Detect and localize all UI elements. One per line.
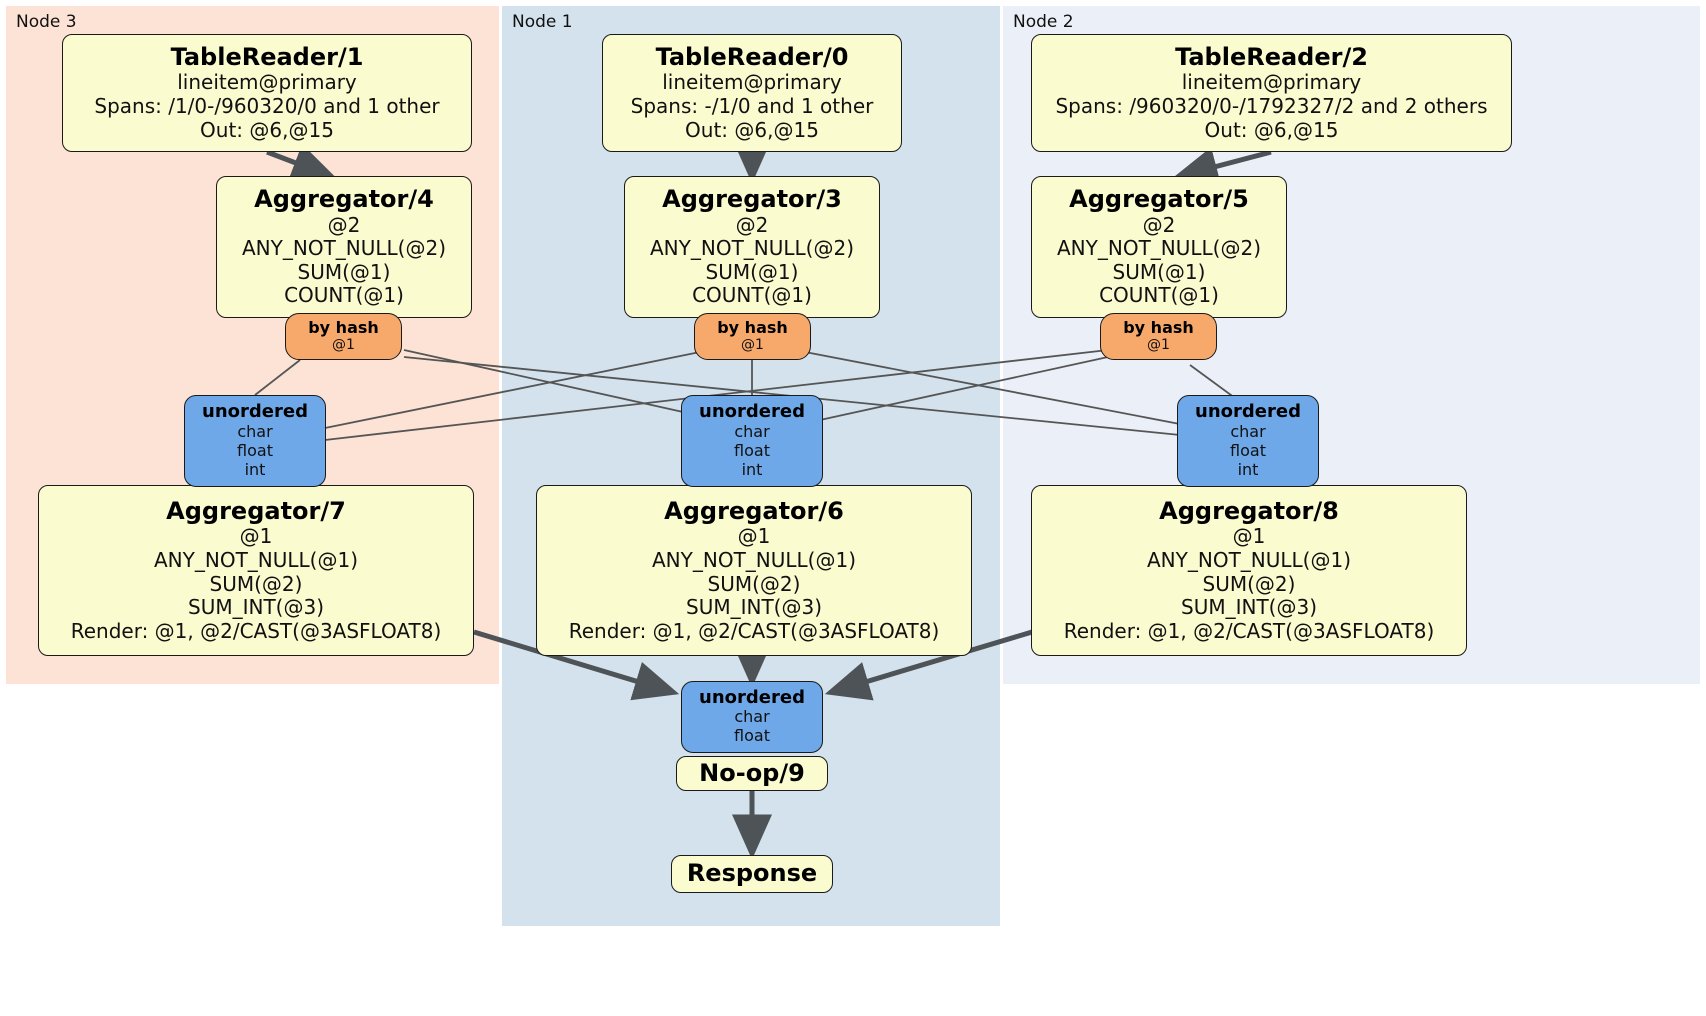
processor-title: No-op/9 bbox=[699, 758, 805, 787]
processor-line: Render: @1, @2/CAST(@3ASFLOAT8) bbox=[1063, 618, 1435, 643]
response-title: Response bbox=[686, 859, 818, 888]
router-title: by hash bbox=[308, 318, 379, 338]
processor-line: @2 bbox=[735, 212, 769, 237]
processor-line: Spans: /960320/0-/1792327/2 and 2 others bbox=[1055, 94, 1488, 118]
processor-line: ANY_NOT_NULL(@2) bbox=[242, 236, 446, 261]
processor-line: @1 bbox=[239, 524, 273, 549]
router-by-hash-right[interactable]: by hash @1 bbox=[1100, 313, 1217, 360]
processor-title: Aggregator/7 bbox=[166, 496, 346, 525]
processor-line: Render: @1, @2/CAST(@3ASFLOAT8) bbox=[70, 618, 442, 643]
processor-line: Spans: -/1/0 and 1 other bbox=[630, 94, 874, 118]
processor-tablereader-0[interactable]: TableReader/0 lineitem@primary Spans: -/… bbox=[602, 34, 902, 152]
processor-line: Out: @6,@15 bbox=[200, 117, 334, 142]
processor-title: Aggregator/4 bbox=[254, 185, 434, 214]
router-line: @1 bbox=[741, 337, 764, 354]
synchronizer-title: unordered bbox=[1195, 401, 1301, 423]
synchronizer-line: float bbox=[734, 726, 770, 746]
processor-aggregator-6[interactable]: Aggregator/6 @1 ANY_NOT_NULL(@1) SUM(@2)… bbox=[536, 485, 972, 656]
synchronizer-unordered-left[interactable]: unordered char float int bbox=[184, 395, 326, 487]
node-response[interactable]: Response bbox=[671, 855, 833, 893]
processor-aggregator-5[interactable]: Aggregator/5 @2 ANY_NOT_NULL(@2) SUM(@1)… bbox=[1031, 176, 1287, 318]
router-by-hash-center[interactable]: by hash @1 bbox=[694, 313, 811, 360]
synchronizer-title: unordered bbox=[699, 401, 805, 423]
processor-aggregator-3[interactable]: Aggregator/3 @2 ANY_NOT_NULL(@2) SUM(@1)… bbox=[624, 176, 880, 318]
processor-line: SUM_INT(@3) bbox=[1181, 595, 1317, 620]
processor-title: Aggregator/6 bbox=[664, 496, 844, 525]
processor-line: Spans: /1/0-/960320/0 and 1 other bbox=[94, 94, 440, 118]
processor-line: SUM(@1) bbox=[705, 259, 799, 284]
processor-line: SUM_INT(@3) bbox=[686, 595, 822, 620]
processor-line: SUM(@1) bbox=[297, 259, 391, 284]
processor-line: COUNT(@1) bbox=[284, 283, 404, 308]
processor-aggregator-7[interactable]: Aggregator/7 @1 ANY_NOT_NULL(@1) SUM(@2)… bbox=[38, 485, 474, 656]
processor-line: Render: @1, @2/CAST(@3ASFLOAT8) bbox=[568, 618, 940, 643]
processor-title: Aggregator/3 bbox=[662, 185, 842, 214]
synchronizer-title: unordered bbox=[202, 401, 308, 423]
synchronizer-title: unordered bbox=[699, 686, 805, 708]
synchronizer-unordered-final[interactable]: unordered char float bbox=[681, 681, 823, 753]
synchronizer-line: int bbox=[741, 459, 763, 479]
processor-title: TableReader/2 bbox=[1175, 42, 1368, 71]
processor-aggregator-8[interactable]: Aggregator/8 @1 ANY_NOT_NULL(@1) SUM(@2)… bbox=[1031, 485, 1467, 656]
processor-tablereader-1[interactable]: TableReader/1 lineitem@primary Spans: /1… bbox=[62, 34, 472, 152]
processor-line: ANY_NOT_NULL(@1) bbox=[652, 547, 856, 572]
processor-title: Aggregator/5 bbox=[1069, 185, 1249, 214]
panel-node-1-label: Node 1 bbox=[512, 12, 573, 32]
synchronizer-line: char bbox=[734, 422, 770, 442]
synchronizer-unordered-right[interactable]: unordered char float int bbox=[1177, 395, 1319, 487]
processor-line: @1 bbox=[737, 524, 771, 549]
processor-line: Out: @6,@15 bbox=[1204, 117, 1339, 142]
processor-line: ANY_NOT_NULL(@2) bbox=[1057, 236, 1261, 261]
synchronizer-line: float bbox=[734, 440, 770, 460]
router-title: by hash bbox=[1123, 318, 1194, 338]
processor-line: lineitem@primary bbox=[662, 70, 842, 95]
router-line: @1 bbox=[332, 337, 355, 354]
router-title: by hash bbox=[717, 318, 788, 338]
processor-line: @2 bbox=[1142, 212, 1176, 237]
processor-line: @1 bbox=[1232, 524, 1266, 549]
processor-no-op-9[interactable]: No-op/9 bbox=[676, 756, 828, 791]
processor-line: Out: @6,@15 bbox=[685, 117, 819, 142]
processor-line: lineitem@primary bbox=[177, 70, 357, 95]
processor-line: COUNT(@1) bbox=[692, 283, 812, 308]
synchronizer-line: char bbox=[1230, 422, 1266, 442]
processor-line: COUNT(@1) bbox=[1099, 283, 1219, 308]
processor-line: lineitem@primary bbox=[1181, 70, 1362, 95]
router-by-hash-left[interactable]: by hash @1 bbox=[285, 313, 402, 360]
synchronizer-line: int bbox=[1237, 459, 1259, 479]
router-line: @1 bbox=[1147, 337, 1170, 354]
processor-line: SUM(@2) bbox=[707, 571, 801, 596]
processor-title: TableReader/1 bbox=[170, 42, 364, 71]
processor-title: TableReader/0 bbox=[655, 42, 849, 71]
synchronizer-line: int bbox=[244, 459, 266, 479]
panel-node-3-label: Node 3 bbox=[16, 12, 77, 32]
processor-line: SUM_INT(@3) bbox=[188, 595, 324, 620]
synchronizer-line: char bbox=[237, 422, 273, 442]
processor-tablereader-2[interactable]: TableReader/2 lineitem@primary Spans: /9… bbox=[1031, 34, 1512, 152]
synchronizer-line: float bbox=[237, 440, 273, 460]
processor-aggregator-4[interactable]: Aggregator/4 @2 ANY_NOT_NULL(@2) SUM(@1)… bbox=[216, 176, 472, 318]
processor-line: ANY_NOT_NULL(@1) bbox=[1147, 547, 1351, 572]
processor-line: SUM(@1) bbox=[1112, 259, 1206, 284]
processor-line: ANY_NOT_NULL(@1) bbox=[154, 547, 358, 572]
processor-line: SUM(@2) bbox=[1202, 571, 1296, 596]
panel-node-2-label: Node 2 bbox=[1013, 12, 1074, 32]
synchronizer-unordered-center[interactable]: unordered char float int bbox=[681, 395, 823, 487]
synchronizer-line: float bbox=[1230, 440, 1266, 460]
processor-line: SUM(@2) bbox=[209, 571, 303, 596]
processor-line: @2 bbox=[327, 212, 361, 237]
processor-line: ANY_NOT_NULL(@2) bbox=[650, 236, 854, 261]
synchronizer-line: char bbox=[734, 707, 770, 727]
processor-title: Aggregator/8 bbox=[1159, 496, 1339, 525]
